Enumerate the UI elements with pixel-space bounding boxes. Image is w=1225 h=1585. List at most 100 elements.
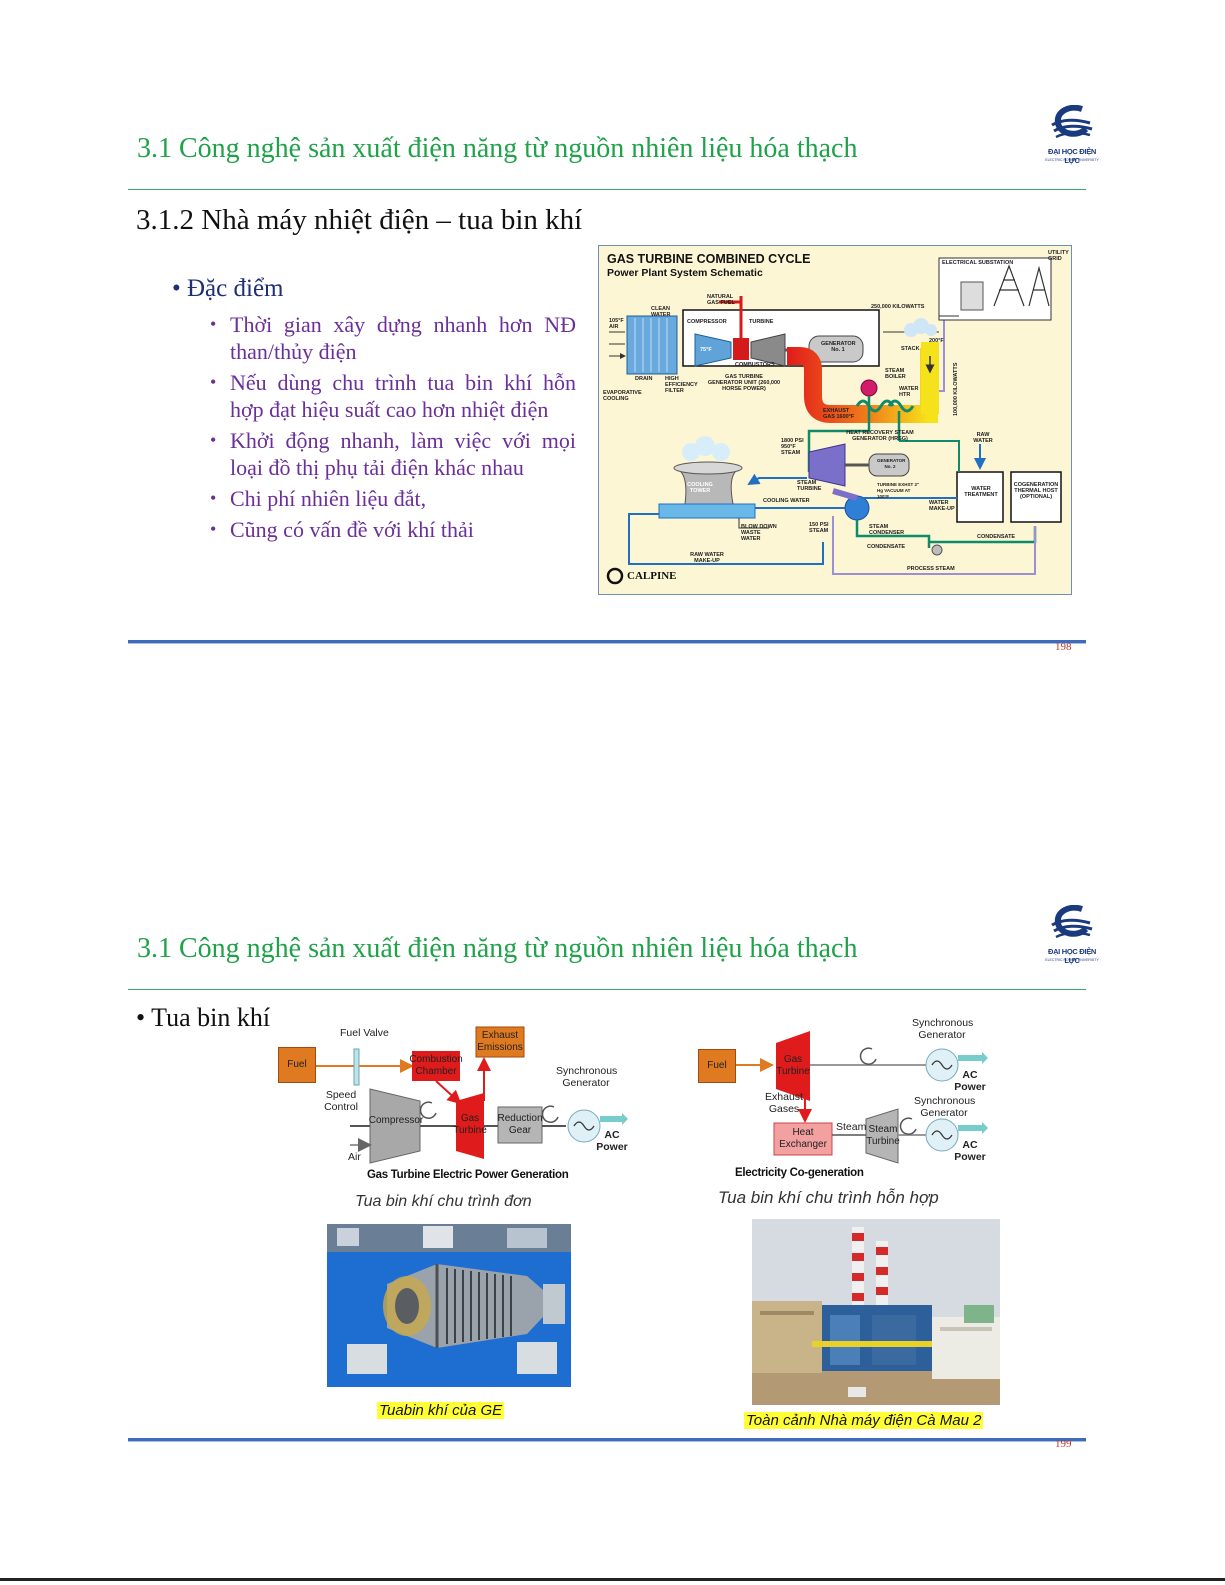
schematic-label: STACK	[901, 346, 920, 352]
bullet-item: Cũng có vấn đề với khí thải	[210, 516, 576, 543]
logo-subtitle: ELECTRIC POWER UNIVERSITY	[1045, 958, 1099, 962]
schematic-label: TURBINE EXHST 2" Hg VACUUM AT 100°F	[877, 482, 920, 499]
page-edge	[0, 1578, 1225, 1581]
schematic-label: 105°F AIR	[609, 318, 624, 330]
section-bullet: • Đặc điểm	[172, 275, 284, 302]
schematic-label: CLEAN WATER	[651, 306, 671, 318]
page-number: 198	[1055, 641, 1072, 653]
schematic-label: GAS TURBINE GENERATOR UNIT (260,000 HORS…	[707, 374, 781, 392]
ac-power-label: AC Power	[596, 1129, 628, 1153]
schematic-label: 250,000 KILOWATTS	[871, 304, 925, 310]
schematic-label: BLOW DOWN WASTE WATER	[741, 524, 777, 542]
schematic-label: 75°F	[700, 347, 712, 353]
compressor-label: Compressor	[368, 1115, 424, 1126]
schematic-label: COGENERATION THERMAL HOST (OPTIONAL)	[1013, 482, 1059, 500]
schematic-label: 150 PSI STEAM	[809, 522, 829, 534]
bullet-item: Chi phí nhiên liệu đắt,	[210, 485, 576, 512]
logo-name: ĐẠI HỌC ĐIỆN LỰC	[1047, 947, 1097, 965]
simple-cycle-diagram: Fuel Fuel Valve Combustion Chamber Exhau…	[270, 1023, 630, 1183]
title-divider	[128, 189, 1086, 190]
schematic-label: STEAM BOILER	[885, 368, 906, 380]
bullet-item: Nếu dùng chu trình tua bin khí hỗn hợp đ…	[210, 369, 576, 423]
schematic-label: 200°F	[929, 338, 944, 344]
schematic-label: GENERATOR No. 1	[821, 341, 856, 353]
air-label: Air	[348, 1151, 361, 1163]
schematic-label: 1800 PSI 950°F STEAM	[781, 438, 804, 456]
schematic-title: GAS TURBINE COMBINED CYCLE	[607, 252, 811, 266]
steam-label: Steam	[836, 1121, 867, 1133]
bullet-item: Khởi động nhanh, làm việc với mọi loại đ…	[210, 427, 576, 481]
slide-199: 3.1 Công nghệ sản xuất điện năng từ nguồ…	[0, 895, 1225, 1455]
combustion-chamber-box: Combustion Chamber	[409, 1054, 463, 1077]
footer-divider	[128, 640, 1086, 644]
slide-title: 3.1 Công nghệ sản xuất điện năng từ nguồ…	[137, 133, 858, 164]
schematic-label: WATER MAKE-UP	[929, 500, 955, 512]
schematic-label: DRAIN	[635, 376, 653, 382]
schematic-label: NATURAL GAS FUEL	[707, 294, 735, 306]
slide-198: 3.1 Công nghệ sản xuất điện năng từ nguồ…	[0, 95, 1225, 655]
schematic-label: HIGH EFFICIENCY FILTER	[665, 376, 698, 394]
combined-cycle-diagram: Fuel Gas Turbine Synchronous Generator A…	[690, 1013, 1000, 1173]
logo-subtitle: ELECTRIC POWER UNIVERSITY	[1045, 158, 1099, 162]
schematic-label: RAW WATER	[973, 432, 993, 444]
schematic-label: CONDENSATE	[867, 544, 906, 550]
simple-cycle-bold-caption: Gas Turbine Electric Power Generation	[367, 1169, 569, 1181]
title-divider	[128, 989, 1086, 990]
schematic-label: HEAT RECOVERY STEAM GENERATOR (HRSG)	[846, 430, 914, 442]
university-logo: ĐẠI HỌC ĐIỆN LỰC ELECTRIC POWER UNIVERSI…	[1040, 105, 1104, 167]
fuel-valve-label: Fuel Valve	[340, 1027, 389, 1039]
ac-power-bottom-label: AC Power	[954, 1139, 986, 1163]
slide-title: 3.1 Công nghệ sản xuất điện năng từ nguồ…	[137, 933, 858, 964]
schematic-label: UTILITY GRID	[1048, 250, 1069, 262]
sync-generator-bottom-label: Synchronous Generator	[914, 1095, 976, 1119]
section-heading: 3.1.2 Nhà máy nhiệt điện – tua bin khí	[136, 204, 583, 236]
simple-cycle-caption: Tua bin khí chu trình đơn	[355, 1193, 532, 1210]
schematic-label: COMPRESSOR	[687, 319, 727, 325]
schematic-label: WATER HTR	[899, 386, 919, 398]
ca-mau-plant-photo	[752, 1219, 1000, 1405]
sync-generator-label: Synchronous Generator	[556, 1065, 618, 1089]
schematic-label: COOLING WATER	[763, 498, 810, 504]
ge-turbine-photo	[327, 1224, 571, 1387]
gas-turbine-label: Gas Turbine	[453, 1113, 487, 1136]
ge-turbine-caption: Tuabin khí của GE	[377, 1402, 505, 1419]
schematic-subtitle: Power Plant System Schematic	[607, 267, 763, 279]
bullet-item: Thời gian xây dựng nhanh hơn NĐ than/thủ…	[210, 311, 576, 365]
exhaust-gases-label: Exhaust Gases	[765, 1091, 803, 1115]
exhaust-emissions-box: Exhaust Emissions	[477, 1030, 523, 1053]
combined-cycle-schematic: GAS TURBINE COMBINED CYCLE Power Plant S…	[598, 245, 1072, 595]
schematic-label: PROCESS STEAM	[907, 566, 955, 572]
combined-cycle-bold-caption: Electricity Co-generation	[735, 1167, 864, 1179]
schematic-label: TURBINE	[749, 319, 774, 325]
university-logo: ĐẠI HỌC ĐIỆN LỰC ELECTRIC POWER UNIVERSI…	[1040, 905, 1104, 967]
schematic-label: STEAM TURBINE	[797, 480, 822, 492]
fuel-box: Fuel	[698, 1049, 736, 1083]
bullet-list: Thời gian xây dựng nhanh hơn NĐ than/thủ…	[210, 311, 576, 547]
schematic-label: COOLING TOWER	[687, 482, 713, 494]
schematic-label: STEAM CONDENSER	[869, 524, 905, 536]
speed-control-label: Speed Control	[324, 1089, 358, 1113]
gas-turbine-bullet: • Tua bin khí	[136, 1003, 271, 1032]
gas-turbine-label: Gas Turbine	[776, 1054, 810, 1077]
footer-divider	[128, 1438, 1086, 1442]
page-number: 199	[1055, 1438, 1072, 1450]
schematic-label: CONDENSATE	[977, 534, 1016, 540]
ca-mau-plant-caption: Toàn cảnh Nhà máy điện Cà Mau 2	[744, 1412, 984, 1429]
schematic-label: RAW WATER MAKE-UP	[690, 552, 724, 564]
schematic-label: ELECTRICAL SUBSTATION	[942, 260, 1014, 266]
combined-cycle-caption: Tua bin khí chu trình hỗn hợp	[718, 1188, 939, 1207]
schematic-label: COMBUSTORS	[735, 362, 775, 368]
schematic-label: WATER TREATMENT	[964, 486, 998, 498]
schematic-label: 100,000 KILOWATTS	[953, 362, 959, 416]
steam-turbine-label: Steam Turbine	[866, 1124, 900, 1147]
schematic-label: EVAPORATIVE COOLING	[603, 390, 642, 402]
schematic-label: EXHAUST GAS 1600°F	[823, 408, 855, 420]
fuel-box: Fuel	[278, 1047, 316, 1083]
sync-generator-top-label: Synchronous Generator	[912, 1017, 974, 1041]
heat-exchanger-box: Heat Exchanger	[779, 1127, 827, 1150]
schematic-label: GENERATOR No. 2	[877, 458, 906, 469]
logo-name: ĐẠI HỌC ĐIỆN LỰC	[1047, 147, 1097, 165]
calpine-brand: CALPINE	[627, 570, 677, 582]
ac-power-top-label: AC Power	[954, 1069, 986, 1093]
reduction-gear-box: Reduction Gear	[497, 1113, 543, 1136]
